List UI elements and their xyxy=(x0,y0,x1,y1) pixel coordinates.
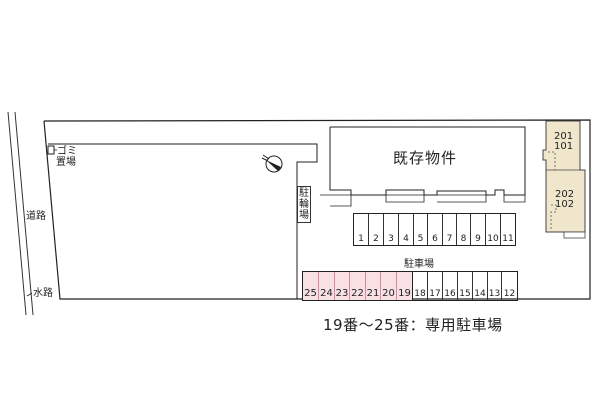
apartment-step xyxy=(563,231,586,239)
parking-slot: 3 xyxy=(384,214,399,245)
reserved-parking-note: 19番～25番：専用駐車場 xyxy=(323,316,503,334)
reserved-parking-slot: 20 xyxy=(381,272,397,300)
road-edge-line xyxy=(7,111,27,316)
parking-slot: 11 xyxy=(502,234,514,244)
reserved-parking-slot: 23 xyxy=(335,272,350,300)
parking-row-top: 1 2 3 4 5 6 7 8 9 10 11 xyxy=(353,213,516,246)
reserved-parking-slot: 19 xyxy=(397,272,413,300)
road-label: 道路 xyxy=(26,211,46,222)
parking-slot: 7 xyxy=(443,214,457,245)
parking-lot-label: 駐車場 xyxy=(404,259,434,270)
building-step xyxy=(437,194,487,203)
parking-slot: 10 xyxy=(486,214,501,245)
reserved-parking-slot: 21 xyxy=(366,272,381,300)
reserved-parking-slot: 24 xyxy=(319,272,335,300)
existing-building-label: 既存物件 xyxy=(393,149,458,167)
parking-slot: 16 xyxy=(443,272,458,300)
building-step xyxy=(320,194,352,207)
garbage-area-label: ゴミ 置場 xyxy=(56,146,77,168)
road-edge-line xyxy=(14,111,34,316)
apartment-building xyxy=(542,120,586,233)
parking-slot: 8 xyxy=(457,214,471,245)
apartment-units-lower: 202 102 xyxy=(555,189,575,210)
waterway-label: 水路 xyxy=(33,288,53,299)
parking-slot: 13 xyxy=(488,272,502,300)
parking-slot: 6 xyxy=(428,214,443,245)
site-boundary xyxy=(43,119,591,300)
parking-slot: 2 xyxy=(369,214,384,245)
bicycle-parking-label: 駐 輪 場 xyxy=(297,186,311,223)
garbage-area-box xyxy=(47,145,55,155)
parking-slot: 15 xyxy=(458,272,473,300)
parking-slot: 12 xyxy=(503,289,516,299)
parking-slot: 9 xyxy=(471,214,486,245)
parking-slot: 4 xyxy=(399,214,414,245)
parking-slot: 14 xyxy=(473,272,488,300)
parking-slot: 1 xyxy=(354,214,369,245)
parking-slot: 17 xyxy=(428,272,443,300)
building-step xyxy=(503,194,526,203)
parking-slot: 5 xyxy=(414,214,428,245)
apartment-units-upper: 201 101 xyxy=(554,131,574,152)
building-step xyxy=(385,194,425,203)
parking-slot: 18 xyxy=(413,272,428,300)
reserved-parking-slot: 22 xyxy=(350,272,366,300)
reserved-parking-slot: 25 xyxy=(303,272,319,300)
parking-row-bottom: 25 24 23 22 21 20 19 18 17 16 15 14 13 1… xyxy=(302,271,518,301)
compass-north-arrow-icon xyxy=(261,154,283,173)
